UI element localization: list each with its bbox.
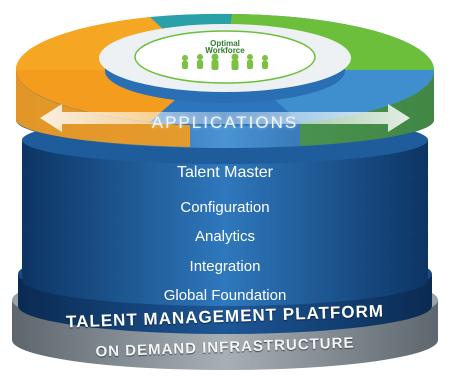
people-icon [182, 53, 268, 70]
layer-label-talent-master: Talent Master [176, 164, 274, 181]
layer-label-analytics: Analytics [194, 228, 256, 245]
layer-label-integration: Integration [189, 258, 261, 275]
layer-label-configuration: Configuration [180, 199, 270, 216]
optimal-workforce-logo [99, 24, 351, 92]
applications-label: APPLICATIONS [151, 113, 299, 132]
logo-text-line1: Optimal [210, 39, 240, 48]
layer-label-global-foundation: Global Foundation [163, 287, 287, 304]
logo-text-line2: Workforce [205, 46, 245, 55]
applications-arrow-icon [40, 104, 410, 132]
